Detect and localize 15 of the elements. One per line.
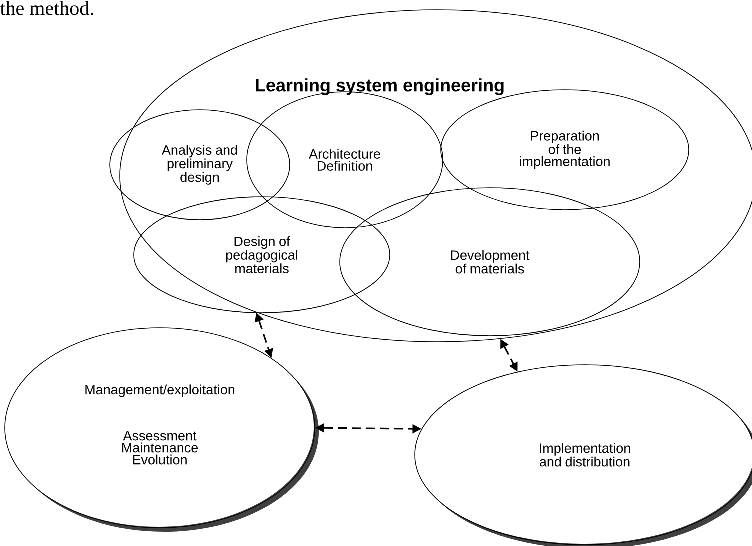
ellipse <box>414 364 752 546</box>
ellipse-label: Design of pedagogical materials <box>226 236 298 274</box>
ellipse <box>134 196 390 314</box>
ellipse <box>340 188 640 336</box>
ellipse-heading: Learning system engineering <box>256 78 504 96</box>
ellipse <box>4 327 319 532</box>
ellipse-label: Architecture Definition <box>309 149 380 171</box>
ellipse <box>110 110 290 220</box>
ellipse-label: Analysis and preliminary design <box>162 145 238 185</box>
ellipse-label: Management/exploitation <box>86 384 235 398</box>
ellipse-label: Development of materials <box>451 250 530 274</box>
ellipse-label: Implementation and distribution <box>540 443 630 467</box>
ellipse-label: Assessment Maintenance Evolution <box>122 431 198 465</box>
ellipse-label: Preparation of the implementation <box>520 130 610 170</box>
caption-text: the method. <box>0 1 94 16</box>
